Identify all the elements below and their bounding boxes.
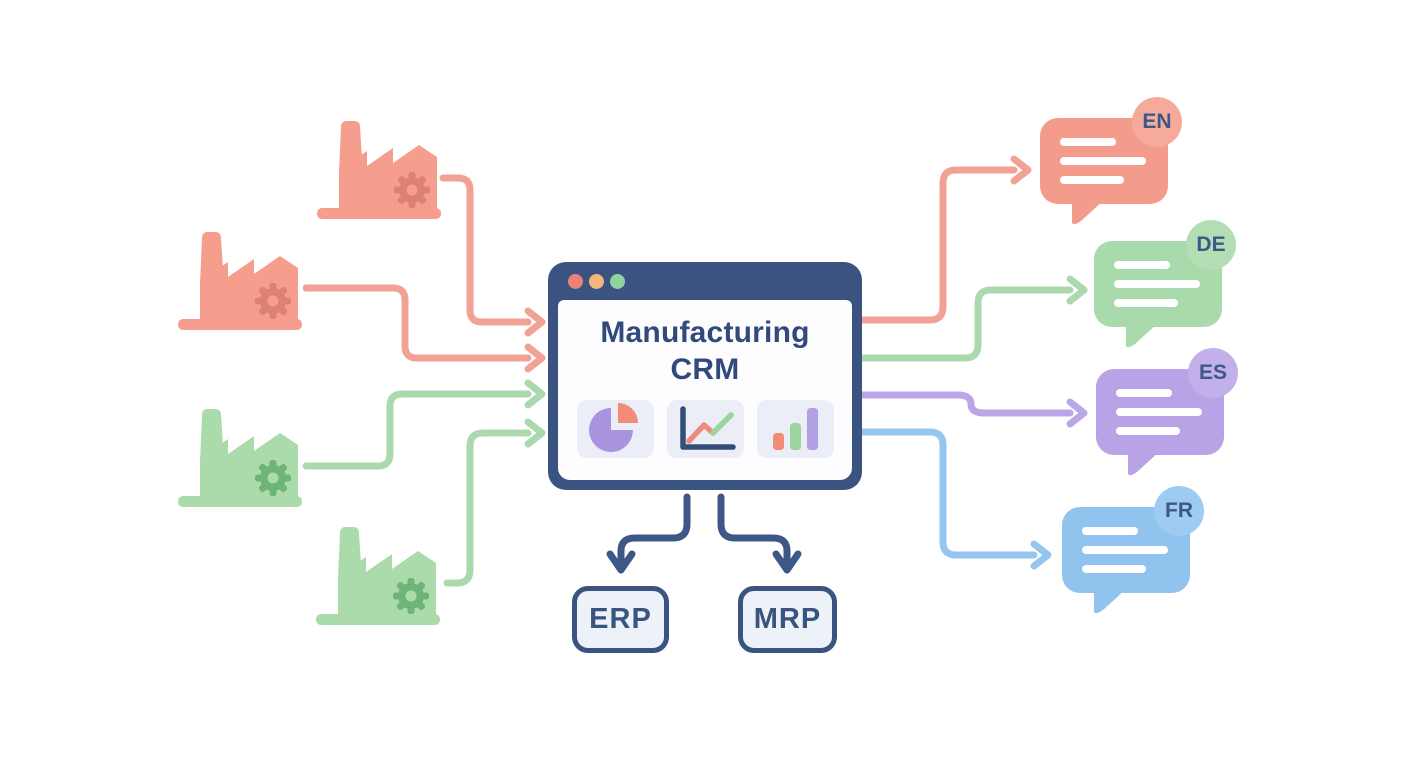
gear-icon [393,578,429,614]
crm-title-line2: CRM [670,353,740,386]
crm-title: Manufacturing CRM [600,314,809,388]
gear-icon [394,172,430,208]
maximize-dot-icon [610,274,625,289]
crm-window-content: Manufacturing CRM [558,300,852,480]
connector-crm-to-es [858,391,1088,428]
connector-crm-to-mrp [717,493,802,574]
chat-bubble-es: ES [1096,348,1238,481]
erp-label: ERP [589,603,652,635]
factory-icon-3 [176,401,304,509]
window-titlebar [548,262,862,300]
crm-window: Manufacturing CRM [548,262,862,490]
connector-crm-to-en [858,155,1032,324]
mrp-box: MRP [738,586,837,653]
language-code: ES [1198,361,1227,384]
chat-bubble-de: DE [1094,220,1236,353]
pie-chart-icon [576,400,654,458]
factory-icon-4 [314,519,442,627]
gear-icon [255,460,291,496]
speech-bubble-icon [1040,118,1168,225]
language-code: DE [1196,233,1226,256]
connector-factory-1-to-crm [439,174,546,337]
connector-crm-to-fr [858,428,1052,570]
language-badge-fr: FR [1154,486,1204,536]
speech-bubble-icon [1062,507,1190,614]
crm-title-line1: Manufacturing [600,316,810,349]
chat-bubble-fr: FR [1062,486,1204,619]
language-badge-de: DE [1186,220,1236,270]
erp-box: ERP [572,586,669,653]
bar-chart-icon [756,400,834,458]
chat-bubble-en: EN [1040,97,1182,230]
gear-icon [255,283,291,319]
connector-factory-4-to-crm [443,418,546,587]
close-dot-icon [568,274,583,289]
language-badge-en: EN [1132,97,1182,147]
mrp-label: MRP [753,603,822,635]
factory-icon-2 [176,224,304,332]
language-code: EN [1142,110,1172,133]
connector-crm-to-de [858,275,1088,362]
connector-factory-2-to-crm [302,284,546,373]
line-chart-icon [666,400,744,458]
speech-bubble-icon [1094,241,1222,348]
connector-factory-3-to-crm [302,379,546,470]
factory-icon-1 [315,113,443,221]
language-code: FR [1165,499,1193,522]
connector-crm-to-erp [606,493,691,574]
language-badge-es: ES [1188,348,1238,398]
minimize-dot-icon [589,274,604,289]
speech-bubble-icon [1096,369,1224,476]
dashboard-tiles [576,400,834,458]
